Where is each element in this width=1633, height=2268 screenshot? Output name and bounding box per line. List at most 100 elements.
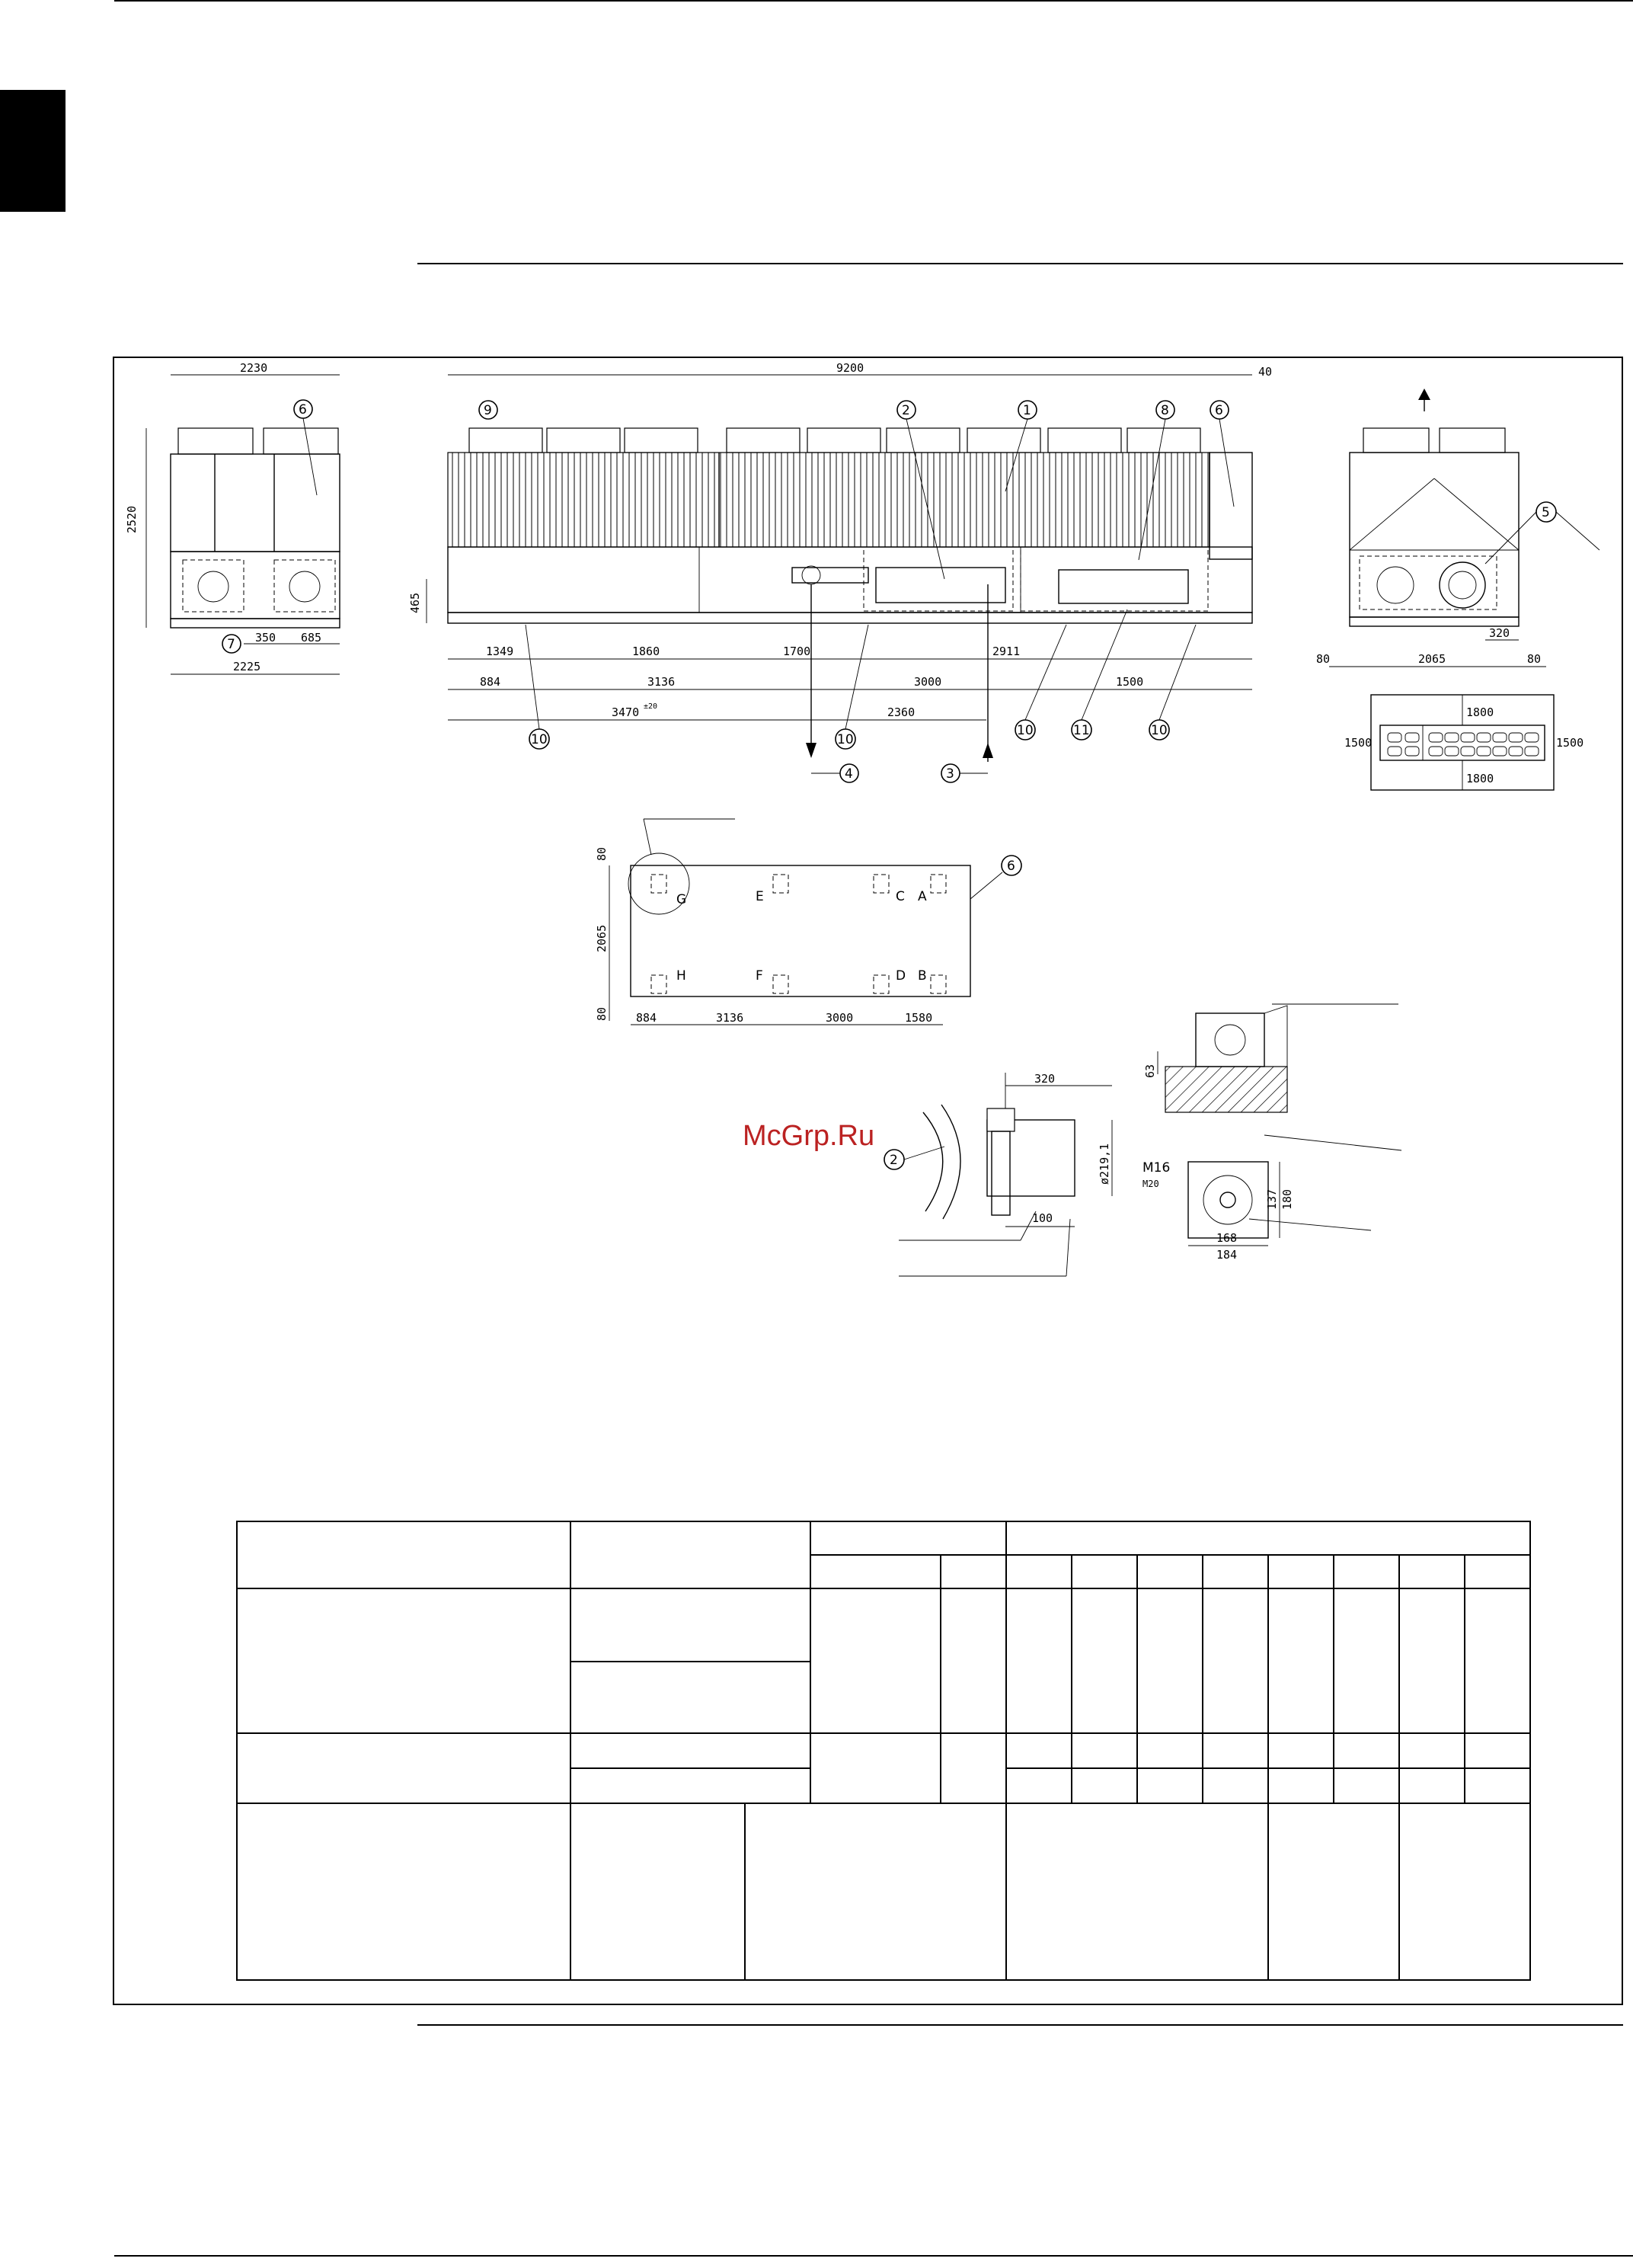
mount-dim-137: 137 [1265, 1189, 1279, 1210]
fan-cell [1476, 732, 1491, 743]
footprint-callout-6: 6 [1007, 859, 1015, 874]
footprint-dim-2065: 2065 [595, 925, 609, 952]
clearance-right: 1500 [1556, 736, 1583, 750]
clearance-left: 1500 [1344, 736, 1372, 750]
mount-bolt-alt: M20 [1142, 1179, 1159, 1189]
footprint-bottom-dim: 3000 [826, 1011, 853, 1025]
footer-rule-bottom [114, 2255, 1633, 2257]
footprint-bottom-dim: 1580 [905, 1011, 932, 1025]
front-height-dim: 2520 [125, 506, 139, 533]
fan-cell [1476, 746, 1491, 757]
fan-cell [1508, 732, 1523, 743]
side-row2-dim: 3136 [647, 675, 675, 689]
front-callout-6: 6 [299, 402, 307, 417]
header-rule [417, 263, 1623, 264]
drawing-frame [113, 357, 1623, 2005]
footprint-point: E [756, 889, 764, 904]
water-inlet-callout: 4 [845, 766, 853, 782]
side-row2-dim: 1500 [1116, 675, 1143, 689]
fan-cell [1492, 746, 1507, 757]
table-row [235, 1521, 1531, 1589]
side-row2-dim: 884 [480, 675, 500, 689]
table-row [237, 1661, 1530, 1734]
mount-dim-184: 184 [1216, 1248, 1237, 1262]
table-row [235, 1588, 1532, 1734]
side-base-height-dim: 465 [408, 593, 422, 613]
side-length-dim: 9200 [836, 361, 864, 375]
table-row [235, 1803, 1531, 1981]
side-view: 9 2 1 8 6 9200 40 465 1349 1860 1700 291… [408, 361, 1272, 783]
fan-cell [1405, 732, 1420, 743]
fan-cell [1444, 732, 1459, 743]
side-row3-dim-left: 3470 [612, 705, 639, 719]
footprint-point: A [918, 889, 927, 904]
footprint-point: F [756, 968, 763, 984]
fan-cell [1524, 732, 1539, 743]
end-callout-5: 5 [1542, 505, 1550, 520]
fan-cell [1405, 746, 1420, 757]
side-row2-dim: 3000 [914, 675, 941, 689]
front-callout-7: 7 [227, 637, 235, 652]
fan-cell [1428, 746, 1443, 757]
footprint-plan: G E C A H F D B 6 80 2065 80 884 3136 30… [595, 818, 1022, 1025]
side-row3-tolerance: ±20 [644, 702, 657, 711]
side-callout-10: 10 [531, 732, 548, 747]
pipe-dim-320: 320 [1034, 1072, 1055, 1086]
side-callout-1: 1 [1023, 403, 1031, 418]
mount-dim-63: 63 [1143, 1064, 1157, 1078]
side-callout-6: 6 [1215, 403, 1223, 418]
footprint-point: D [896, 968, 906, 984]
anchor-bolt-mark [650, 974, 667, 994]
anchor-bolt-mark [930, 874, 947, 894]
mount-bolt: M16 [1142, 1160, 1170, 1176]
side-callout-11: 11 [1073, 723, 1090, 738]
clearance-bottom: 1800 [1466, 772, 1494, 785]
footprint-bottom-dim: 884 [636, 1011, 657, 1025]
anchor-bolt-mark [930, 974, 947, 994]
fan-cell [1444, 746, 1459, 757]
fan-cell [1387, 732, 1402, 743]
table-row [235, 1732, 1532, 1804]
front-dim-a: 350 [255, 631, 276, 645]
footprint-point: B [918, 968, 927, 984]
side-row3-dim-right: 2360 [887, 705, 915, 719]
fan-cell [1524, 746, 1539, 757]
side-callout-10: 10 [837, 732, 854, 747]
front-view: 2230 2520 2225 350 685 6 7 [125, 361, 340, 675]
footprint-point: G [676, 892, 686, 907]
fan-cell [1492, 732, 1507, 743]
end-view: 5 320 80 2065 80 [1316, 389, 1600, 667]
anchor-bolt-mark [873, 874, 890, 894]
section-tab [0, 90, 66, 212]
water-outlet-callout: 3 [946, 766, 954, 782]
footer-rule-top [417, 2024, 1623, 2026]
front-width-dim: 2230 [240, 361, 267, 375]
side-row1-dim: 1349 [486, 645, 513, 658]
side-callout-8: 8 [1161, 403, 1169, 418]
side-overhang-dim: 40 [1258, 365, 1272, 379]
pipe-connection-detail: 320 ø219,1 100 2 [884, 1072, 1113, 1277]
anchor-bolt-mark [650, 874, 667, 894]
clearance-diagram: 1800 1800 1500 1500 [1344, 694, 1583, 791]
footprint-bottom-dim: 3136 [716, 1011, 743, 1025]
end-dim-80-right: 80 [1527, 652, 1541, 666]
table-row [237, 1554, 1532, 1589]
footprint-point: H [676, 968, 686, 984]
mount-dim-180: 180 [1280, 1189, 1294, 1210]
fan-cell [1428, 732, 1443, 743]
top-rule [114, 0, 1633, 2]
side-callout-10: 10 [1017, 723, 1034, 738]
side-row1-dim: 1860 [632, 645, 660, 658]
footprint-dim-80-bottom: 80 [595, 1007, 609, 1021]
side-row1-dim: 2911 [992, 645, 1020, 658]
pipe-dim-100: 100 [1032, 1211, 1053, 1225]
watermark: McGrp.Ru [743, 1120, 875, 1152]
footprint-point: C [896, 889, 905, 904]
fan-cell [1460, 732, 1475, 743]
fan-cell [1508, 746, 1523, 757]
anchor-bolt-mark [873, 974, 890, 994]
fan-cell [1387, 746, 1402, 757]
clearance-top: 1800 [1466, 705, 1494, 719]
table-row [237, 1767, 1532, 1804]
side-callout-10: 10 [1151, 723, 1168, 738]
